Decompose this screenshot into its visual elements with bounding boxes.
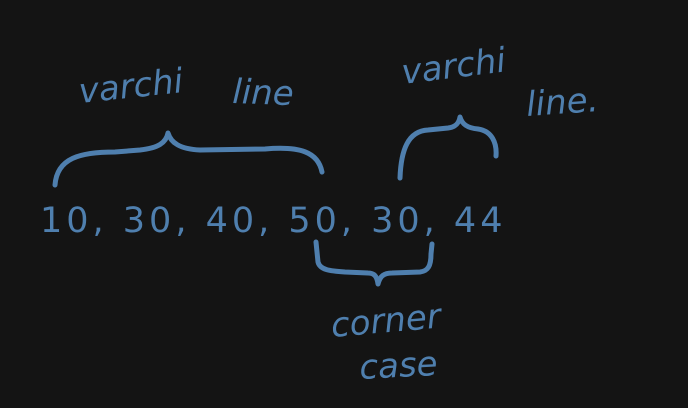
left-curly-brace <box>52 130 325 188</box>
label-left-line: line <box>232 72 295 114</box>
label-bottom-corner: corner <box>329 296 444 346</box>
right-curly-brace <box>397 114 499 181</box>
number-sequence: 10, 30, 40, 50, 30, 44 <box>40 201 506 241</box>
label-left-varchi: varchi <box>77 61 186 112</box>
label-bottom-case: case <box>358 344 438 388</box>
label-right-varchi: varchi <box>399 40 508 93</box>
bottom-curly-brace <box>313 239 435 287</box>
label-right-line: line. <box>525 80 600 125</box>
